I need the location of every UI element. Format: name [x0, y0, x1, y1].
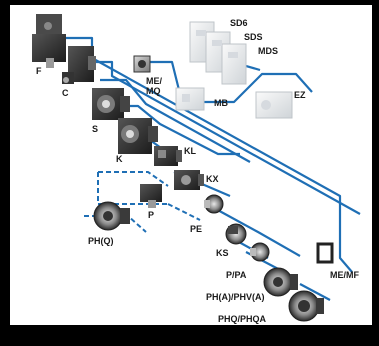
label-kx: KX: [206, 174, 219, 184]
label-ks: KS: [216, 248, 229, 258]
motor-adapter-icon: [134, 56, 150, 72]
bevel-gear-unit-icon: [118, 118, 158, 154]
synchronous-servo-motor-icon: [256, 92, 292, 118]
label-sds: SDS: [244, 32, 263, 42]
label-pha-phva: PH(A)/PHV(A): [206, 292, 265, 302]
label-p: P: [148, 210, 154, 220]
right-angle-gear-unit-icon: [32, 14, 66, 68]
bevel-gear-unit-small-icon: [154, 146, 182, 166]
bevel-planetary-gear-unit-icon: [226, 224, 246, 244]
label-sd6: SD6: [230, 18, 248, 28]
brake-module-icon: [176, 88, 204, 110]
label-p-pa: P/PA: [226, 270, 246, 280]
label-f: F: [36, 66, 42, 76]
label-ez: EZ: [294, 90, 306, 100]
label-s: S: [92, 124, 98, 134]
label-ph-q: PH(Q): [88, 236, 114, 246]
label-mb: MB: [214, 98, 228, 108]
label-me-mq: ME/ MQ: [146, 76, 162, 96]
label-me-mf: ME/MF: [330, 270, 359, 280]
label-c: C: [62, 88, 69, 98]
label-kl: KL: [184, 146, 196, 156]
label-k: K: [116, 154, 123, 164]
bevel-gear-unit-compact-icon: [174, 170, 204, 190]
label-mds: MDS: [258, 46, 278, 56]
label-pe: PE: [190, 224, 202, 234]
label-phq-phqa: PHQ/PHQA: [218, 314, 266, 324]
